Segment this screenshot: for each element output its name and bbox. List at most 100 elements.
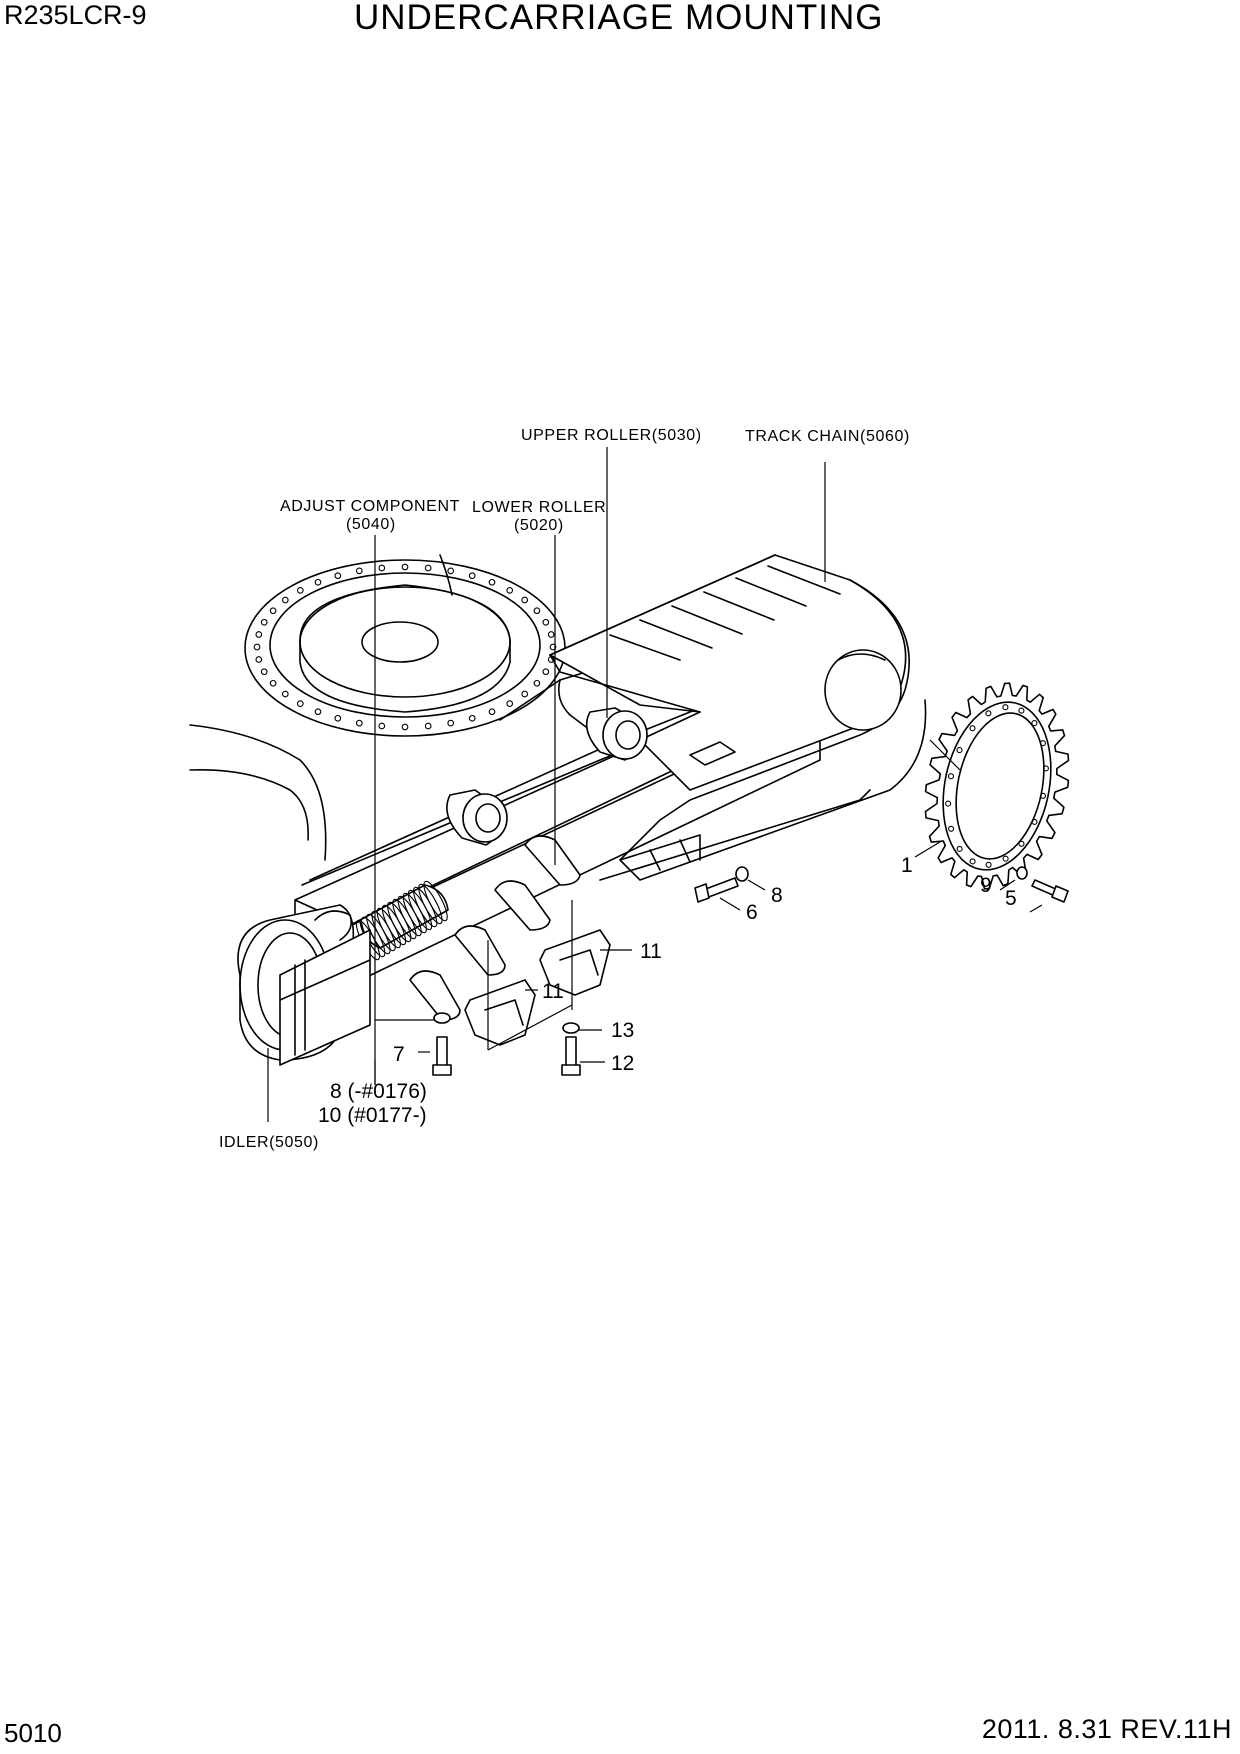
bolt-hole <box>378 722 386 730</box>
bolt-hole <box>542 618 550 626</box>
adjust-spring-drawing <box>355 880 449 961</box>
label-lower-roller: LOWER ROLLER <box>472 499 606 516</box>
bolt-hole <box>296 587 304 594</box>
label-adjust-component: ADJUST COMPONENT <box>280 498 460 515</box>
bolt-hole <box>255 656 263 663</box>
model-number: R235LCR-9 <box>4 0 147 30</box>
sprocket-hole <box>985 710 992 717</box>
bolt-hole <box>314 708 322 716</box>
label-idler: IDLER(5050) <box>219 1134 319 1151</box>
bolt-hole <box>253 643 261 651</box>
sprocket-hole <box>956 747 963 754</box>
label-upper-roller: UPPER ROLLER(5030) <box>521 427 702 444</box>
callout-9: 9 <box>980 874 992 897</box>
bolt-hole <box>269 679 277 687</box>
bolt-hole <box>547 631 555 638</box>
bolt-hole <box>255 631 263 638</box>
sprocket-hole <box>1018 840 1025 847</box>
sprocket-hole <box>1039 792 1047 799</box>
revision-date: 2011. 8.31 REV.11H <box>981 1714 1232 1744</box>
sprocket-hole <box>1042 765 1049 772</box>
label-lower-roller-code: (5020) <box>514 517 564 534</box>
bolt-hole <box>533 679 541 687</box>
label-adjust-component-code: (5040) <box>346 516 396 533</box>
upper-roller-drawing <box>446 707 648 846</box>
sprocket-hole <box>1002 855 1009 862</box>
bolt-hole <box>401 563 409 571</box>
bolt-hole <box>334 714 342 722</box>
bolt-hole <box>521 596 529 604</box>
bolt-hole <box>447 719 455 727</box>
spring-coil <box>423 880 448 922</box>
washer-8 <box>735 866 749 882</box>
bolt-hole <box>355 567 363 575</box>
bolt-hole <box>260 668 268 676</box>
bolt-hole <box>542 668 550 676</box>
sprocket-hole <box>985 861 992 868</box>
callout-10-range: 10 (#0177-) <box>318 1104 427 1127</box>
bolt-7 <box>432 1036 452 1076</box>
bolt-5 <box>1031 879 1069 903</box>
bolt-hole <box>488 708 496 716</box>
bolt-hole <box>549 643 557 651</box>
spring-coil <box>418 883 443 925</box>
bolt-hole-ring <box>253 563 557 731</box>
callout-1: 1 <box>901 854 913 877</box>
bolt-12 <box>561 1036 581 1076</box>
page-number: 5010 <box>4 1718 62 1748</box>
callout-13: 13 <box>611 1019 634 1042</box>
bolt-hole <box>355 719 363 727</box>
bolt-hole <box>488 578 496 586</box>
sprocket-hole <box>956 845 963 852</box>
bolts-drawing <box>432 866 1069 1076</box>
callout-12: 12 <box>611 1052 634 1075</box>
sprocket-hole <box>945 800 952 807</box>
page-title: UNDERCARRIAGE MOUNTING <box>354 0 884 37</box>
bolt-hole <box>468 572 476 580</box>
bolt-hole <box>401 723 409 731</box>
callout-11-lower: 11 <box>542 980 564 1003</box>
label-track-chain: TRACK CHAIN(5060) <box>745 428 910 445</box>
bolt-hole <box>296 700 304 707</box>
bolt-hole <box>281 690 289 698</box>
bolt-hole <box>269 607 277 615</box>
callout-6: 6 <box>746 901 758 924</box>
sprocket-hole <box>1039 740 1046 747</box>
bolt-hole <box>260 618 268 626</box>
bolt-hole <box>334 572 342 580</box>
sprocket-hole <box>969 858 976 865</box>
bolt-hole <box>424 722 432 730</box>
bolt-hole <box>521 690 529 698</box>
track-chain-drawing <box>549 554 927 881</box>
bolt-hole <box>447 567 455 575</box>
sprocket-hole <box>947 773 955 780</box>
sprocket-drawing <box>924 682 1070 890</box>
callout-7: 7 <box>393 1043 405 1066</box>
sprocket-hole <box>948 825 955 832</box>
bolt-hole <box>281 596 289 604</box>
sprocket-hole <box>1002 704 1009 711</box>
bolt-6 <box>694 877 739 903</box>
sprocket-hole <box>969 725 976 732</box>
sprocket-hole <box>1018 707 1025 714</box>
rock-guard-drawing <box>464 741 736 1046</box>
bolt-hole <box>424 564 432 572</box>
idler-drawing <box>237 904 371 1066</box>
callout-8-range: 8 (-#0176) <box>330 1080 427 1103</box>
washer-8-10 <box>433 1012 451 1024</box>
bolt-hole <box>314 578 322 586</box>
bolt-hole <box>468 714 476 722</box>
washer-13 <box>562 1022 580 1034</box>
bolt-hole <box>506 587 514 594</box>
callout-5: 5 <box>1005 887 1017 910</box>
callout-11-upper: 11 <box>640 940 662 963</box>
sprocket-hole <box>1031 818 1038 825</box>
bolt-hole <box>378 564 386 572</box>
bolt-hole <box>533 607 541 615</box>
bolt-hole <box>506 700 514 707</box>
washer-9 <box>1016 866 1028 880</box>
leader-lines <box>267 447 1043 1122</box>
sprocket-hole <box>1031 720 1038 727</box>
callout-8: 8 <box>771 884 783 907</box>
